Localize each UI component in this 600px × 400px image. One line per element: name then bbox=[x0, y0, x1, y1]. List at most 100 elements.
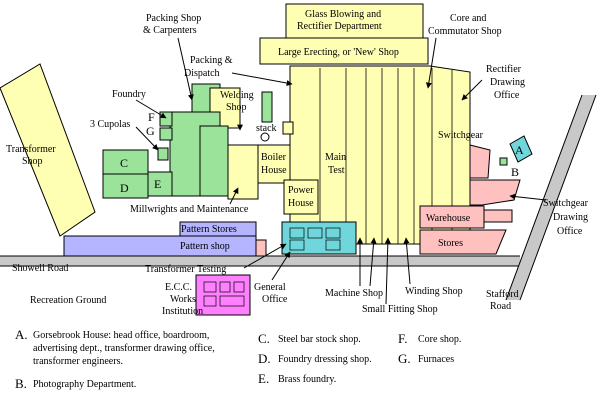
large-erecting-shop bbox=[259, 37, 429, 65]
legend-text-a: Gorsebrook House: head office, boardroom… bbox=[33, 330, 209, 341]
road-edge bbox=[505, 94, 583, 301]
legend-text-a: advertising dept., transformer drawing o… bbox=[33, 343, 215, 354]
winding-shop-arrow bbox=[403, 237, 411, 285]
core-commutator-arrow bbox=[425, 37, 437, 89]
packing-dispatch-label: Dispatch bbox=[184, 68, 220, 79]
legend-text-g: Furnaces bbox=[418, 354, 454, 365]
letter-f: F bbox=[148, 110, 155, 124]
ecc-works-label: Institution bbox=[162, 306, 203, 317]
pattern-annex bbox=[255, 239, 267, 257]
switchgear-drawing-arrow bbox=[509, 193, 547, 201]
legend-key-b: B. bbox=[15, 376, 27, 391]
stores-label: Stores bbox=[438, 238, 463, 249]
legend-key-a: A. bbox=[15, 327, 28, 342]
stack-label: stack bbox=[256, 123, 277, 134]
recreation-ground-label: Recreation Ground bbox=[30, 295, 106, 306]
legend-text-d: Foundry dressing shop. bbox=[278, 354, 372, 365]
main-test-label: Test bbox=[328, 165, 345, 176]
main-test-label: Main bbox=[325, 152, 346, 163]
warehouse-label: Warehouse bbox=[426, 213, 471, 224]
legend-key-e: E. bbox=[258, 371, 269, 386]
cupolas-label: 3 Cupolas bbox=[90, 119, 130, 130]
machine-shop-label: Machine Shop bbox=[325, 288, 383, 299]
switchgear-drawing-label: Office bbox=[557, 226, 583, 237]
road-edge bbox=[519, 94, 597, 301]
rectifier-drawing-label: Office bbox=[494, 90, 520, 101]
letter-e: E bbox=[154, 177, 161, 191]
foundry-east bbox=[199, 125, 229, 197]
rectifier-drawing-label: Rectifier bbox=[486, 64, 522, 75]
large-erecting-label: Large Erecting, or 'New' Shop bbox=[278, 47, 399, 58]
legend-key-g: G. bbox=[398, 351, 411, 366]
warehouse-annex bbox=[483, 209, 513, 223]
switchgear-building bbox=[469, 144, 491, 179]
rectifier-drawing-label: Drawing bbox=[490, 77, 525, 88]
winding-shop-label: Winding Shop bbox=[405, 286, 463, 297]
legend-key-f: F. bbox=[398, 331, 407, 346]
millwrights-label: Millwrights and Maintenance bbox=[130, 204, 249, 215]
letter-d: D bbox=[120, 181, 129, 195]
small-fitting-label: Small Fitting Shop bbox=[362, 304, 438, 315]
packing-shop-label: & Carpenters bbox=[143, 25, 197, 36]
legend-key-c: C. bbox=[258, 331, 270, 346]
core-shop bbox=[159, 111, 173, 127]
institution-rooms bbox=[203, 281, 245, 307]
pattern-stores-label: Pattern Stores bbox=[181, 224, 237, 235]
packing-shop-arrow bbox=[177, 37, 194, 101]
transformer-shop-label: Shop bbox=[22, 156, 43, 167]
stafford-road-strip bbox=[506, 95, 596, 300]
legend-text-c: Steel bar stock shop. bbox=[278, 334, 361, 345]
welding-shop-label: Shop bbox=[226, 102, 247, 113]
transformer-testing-label: Transformer Testing bbox=[145, 264, 226, 275]
letter-c: C bbox=[120, 156, 128, 170]
general-office-label: General bbox=[254, 282, 286, 293]
glass-blowing-label: Rectifier Department bbox=[297, 21, 382, 32]
switchgear-label: Switchgear bbox=[438, 130, 484, 141]
transformer-shop bbox=[0, 63, 96, 237]
core-commutator-label: Commutator Shop bbox=[428, 26, 502, 37]
packing-dispatch-arrow bbox=[231, 72, 293, 86]
core-commutator-label: Core and bbox=[450, 13, 486, 24]
switchgear-drawing-label: Drawing bbox=[553, 212, 588, 223]
legend-text-f: Core shop. bbox=[418, 334, 461, 345]
general-office-arrow bbox=[271, 251, 291, 281]
transformer-shop-label: Transformer bbox=[6, 144, 56, 155]
main-works-bays bbox=[319, 68, 453, 244]
photography-department bbox=[499, 157, 508, 166]
stack-chimney bbox=[260, 132, 270, 142]
transformer-testing-arrow bbox=[243, 243, 287, 269]
switchgear-drawing-label: Switchgear bbox=[543, 198, 589, 209]
glass-blowing-label: Glass Blowing and bbox=[305, 9, 381, 20]
rectifier-drawing-arrow bbox=[461, 79, 483, 101]
small-fitting-arrow bbox=[384, 237, 391, 305]
showell-road-label: Showell Road bbox=[12, 263, 68, 274]
showell-road-strip bbox=[0, 256, 520, 266]
welding-shop-label: Welding bbox=[220, 90, 254, 101]
switchgear-drawing-office bbox=[469, 179, 521, 206]
packing-dispatch-label: Packing & bbox=[190, 55, 233, 66]
stores bbox=[419, 229, 507, 255]
legend-text-e: Brass foundry. bbox=[278, 374, 336, 385]
legend-text-a: transformer engineers. bbox=[33, 356, 123, 367]
power-house-label: House bbox=[288, 198, 314, 209]
letter-a: A bbox=[515, 143, 524, 157]
ecc-works-label: E.C.C. bbox=[165, 282, 192, 293]
welding-annex bbox=[261, 91, 273, 123]
gorsebrook-house bbox=[509, 135, 533, 163]
ecc-works-label: Works bbox=[170, 294, 196, 305]
stafford-road-label: Stafford bbox=[486, 289, 519, 300]
letter-b: B bbox=[511, 165, 519, 179]
furnaces bbox=[159, 127, 173, 141]
ecc-works-institution bbox=[195, 274, 251, 316]
foundry-dressing-shop bbox=[102, 173, 149, 199]
pattern-shop-label: Pattern shop bbox=[180, 241, 230, 252]
boiler-house-label: Boiler bbox=[261, 152, 287, 163]
testing-bays bbox=[289, 227, 341, 251]
boiler-house bbox=[257, 144, 291, 184]
stack bbox=[282, 121, 294, 135]
general-office-label: Office bbox=[262, 294, 288, 305]
cupolas-annex bbox=[157, 147, 169, 161]
legend: A. Gorsebrook House: head office, boardr… bbox=[15, 327, 461, 391]
cupolas-arrow bbox=[135, 126, 159, 151]
